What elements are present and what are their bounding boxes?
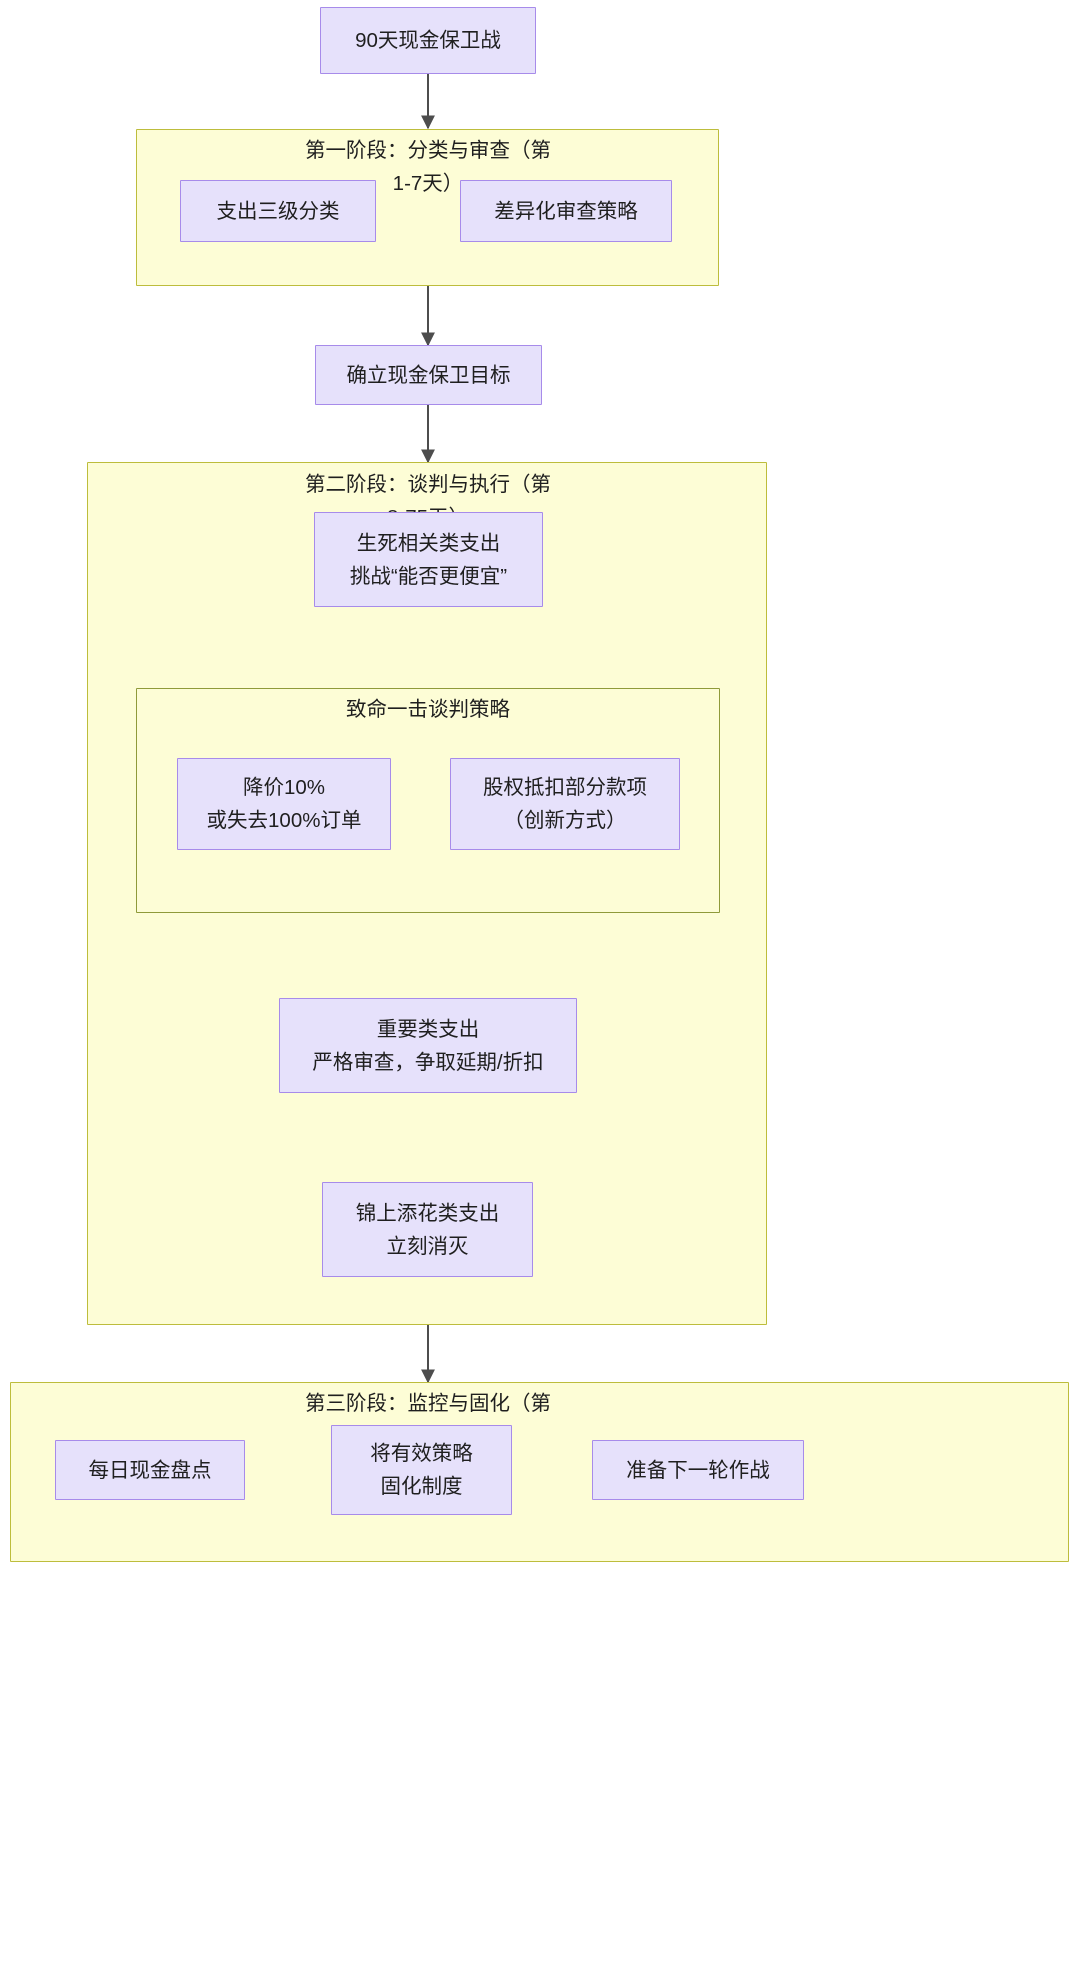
node-life-critical-expense[interactable]: 生死相关类支出 挑战“能否更便宜” — [314, 512, 543, 607]
node-differentiated-review[interactable]: 差异化审查策略 — [460, 180, 672, 242]
node-price-cut-or-lose-order[interactable]: 降价10% 或失去100%订单 — [177, 758, 391, 850]
node-prepare-next-round[interactable]: 准备下一轮作战 — [592, 1440, 804, 1500]
node-cash-defense-goal[interactable]: 确立现金保卫目标 — [315, 345, 542, 405]
node-institutionalize-strategy[interactable]: 将有效策略 固化制度 — [331, 1425, 512, 1515]
node-title[interactable]: 90天现金保卫战 — [320, 7, 536, 74]
node-expense-classification[interactable]: 支出三级分类 — [180, 180, 376, 242]
node-important-expense[interactable]: 重要类支出 严格审查，争取延期/折扣 — [279, 998, 577, 1093]
node-equity-offset-payment[interactable]: 股权抵扣部分款项 （创新方式） — [450, 758, 680, 850]
node-daily-cash-count[interactable]: 每日现金盘点 — [55, 1440, 245, 1500]
node-nice-to-have-expense[interactable]: 锦上添花类支出 立刻消灭 — [322, 1182, 533, 1277]
